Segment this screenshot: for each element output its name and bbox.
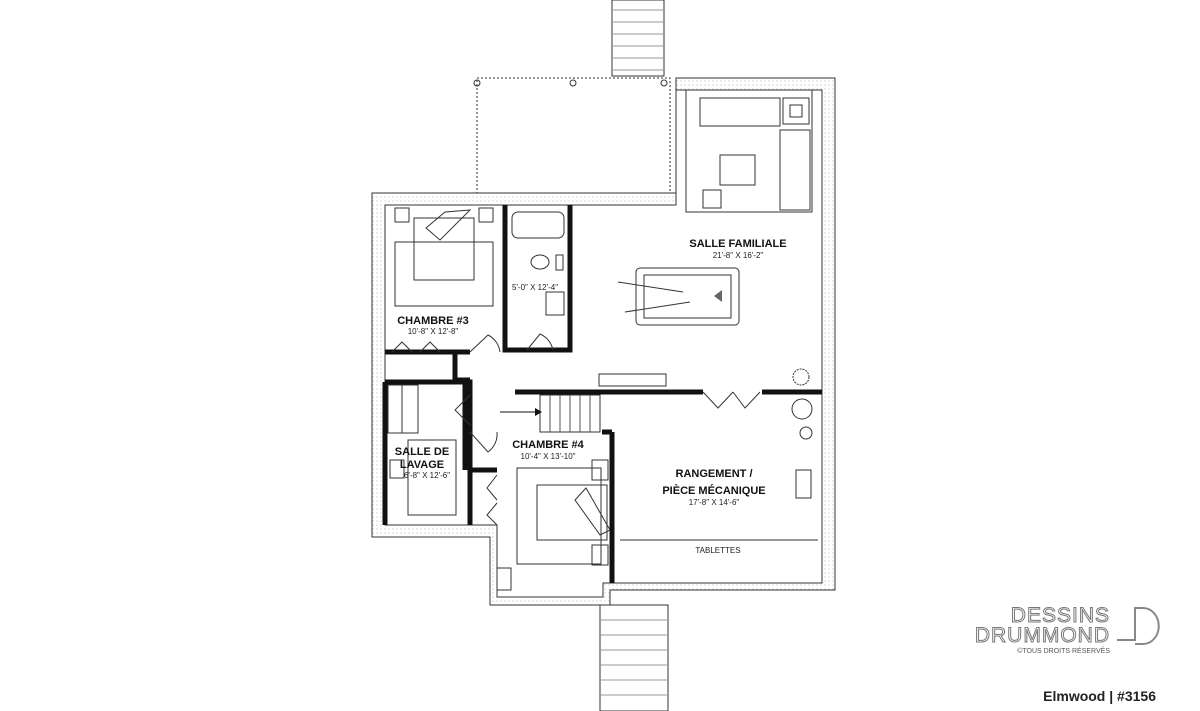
bathroom-fixtures (511, 211, 565, 316)
room-dims-chambre3: 10'-8" X 12'-8" (408, 327, 459, 336)
room-dims-chambre4: 10'-4" X 13'-10" (521, 452, 576, 461)
doors (391, 333, 761, 526)
brand-d-icon (1117, 607, 1160, 645)
room-label-chambre3: CHAMBRE #3 (397, 315, 469, 327)
patio (473, 77, 671, 194)
laundry-fixtures (387, 384, 457, 516)
pool-table (617, 267, 740, 326)
room-dims-salle-familiale: 21'-8" X 16'-2" (713, 251, 764, 260)
top-exterior-stairs (611, 0, 665, 77)
room-dims-rangement: 17'-8" X 14'-6" (689, 498, 740, 507)
exterior-walls (371, 77, 836, 606)
brand-line1: DESSINS (1010, 604, 1110, 627)
brand-logo: DESSINS DRUMMOND ©TOUS DROITS RÉSERVÉS (974, 604, 1110, 656)
room-label-salle-lavage-2: LAVAGE (400, 459, 444, 471)
plant-icon (792, 368, 810, 386)
room-label-rangement-2: PIÈCE MÉCANIQUE (662, 484, 765, 497)
tablettes-label: TABLETTES (695, 546, 740, 555)
family-room-furniture (685, 89, 813, 213)
bed-chambre3 (394, 207, 494, 307)
room-dims-salle-lavage: 6'-8" X 12'-6" (404, 471, 450, 480)
room-label-rangement-1: RANGEMENT / (676, 468, 753, 480)
room-dims-salle-bain: 5'-0" X 12'-4" (512, 283, 558, 292)
interior-walls (382, 205, 822, 583)
brand-line2: DRUMMOND (974, 624, 1110, 647)
room-label-chambre4: CHAMBRE #4 (512, 439, 584, 451)
plan-name: Elmwood | #3156 (1043, 688, 1156, 704)
brand-rights: ©TOUS DROITS RÉSERVÉS (1017, 648, 1110, 655)
room-label-salle-familiale: SALLE FAMILIALE (689, 238, 786, 250)
bed-chambre4 (496, 459, 611, 591)
mechanical-equipment (620, 368, 818, 541)
interior-stairs (500, 373, 667, 433)
room-label-salle-lavage-1: SALLE DE (395, 446, 449, 458)
bottom-exterior-stairs (599, 604, 669, 711)
